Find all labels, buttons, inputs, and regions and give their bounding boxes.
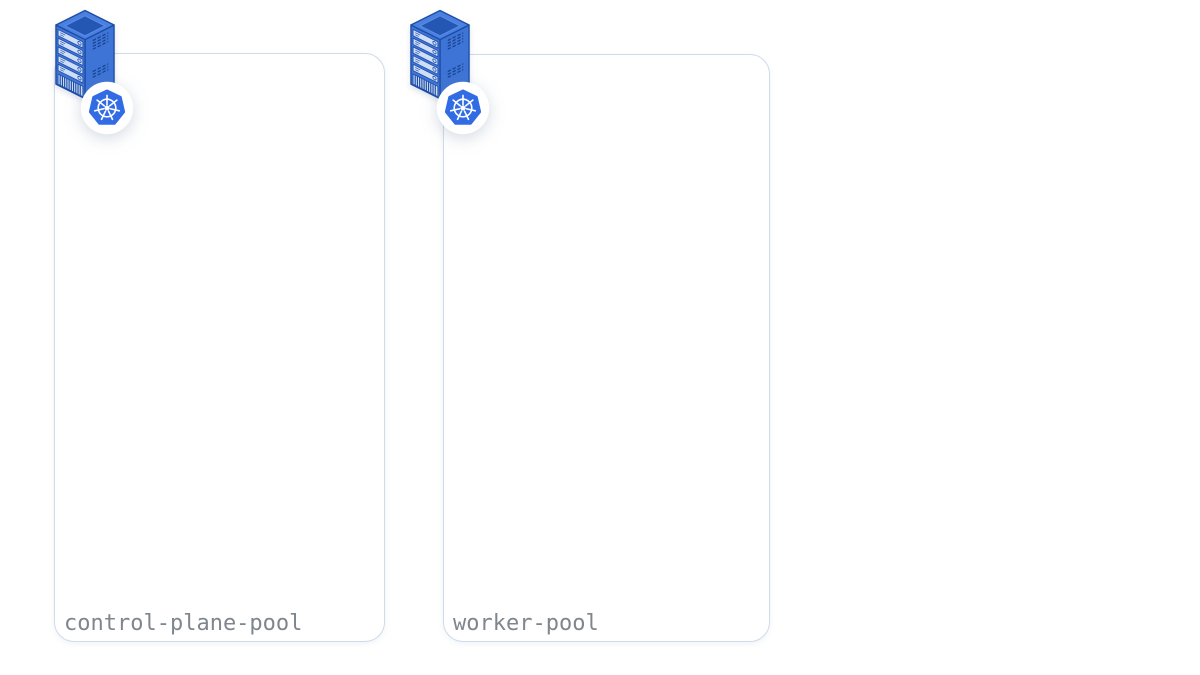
node-pool-card-control-plane: control-plane-pool bbox=[54, 53, 385, 642]
kubernetes-icon bbox=[80, 81, 134, 135]
pool-name-label: worker-pool bbox=[453, 611, 599, 636]
kubernetes-icon bbox=[436, 81, 490, 135]
node-pool-card-worker: worker-pool bbox=[443, 54, 770, 642]
pool-name-label: control-plane-pool bbox=[64, 611, 303, 636]
